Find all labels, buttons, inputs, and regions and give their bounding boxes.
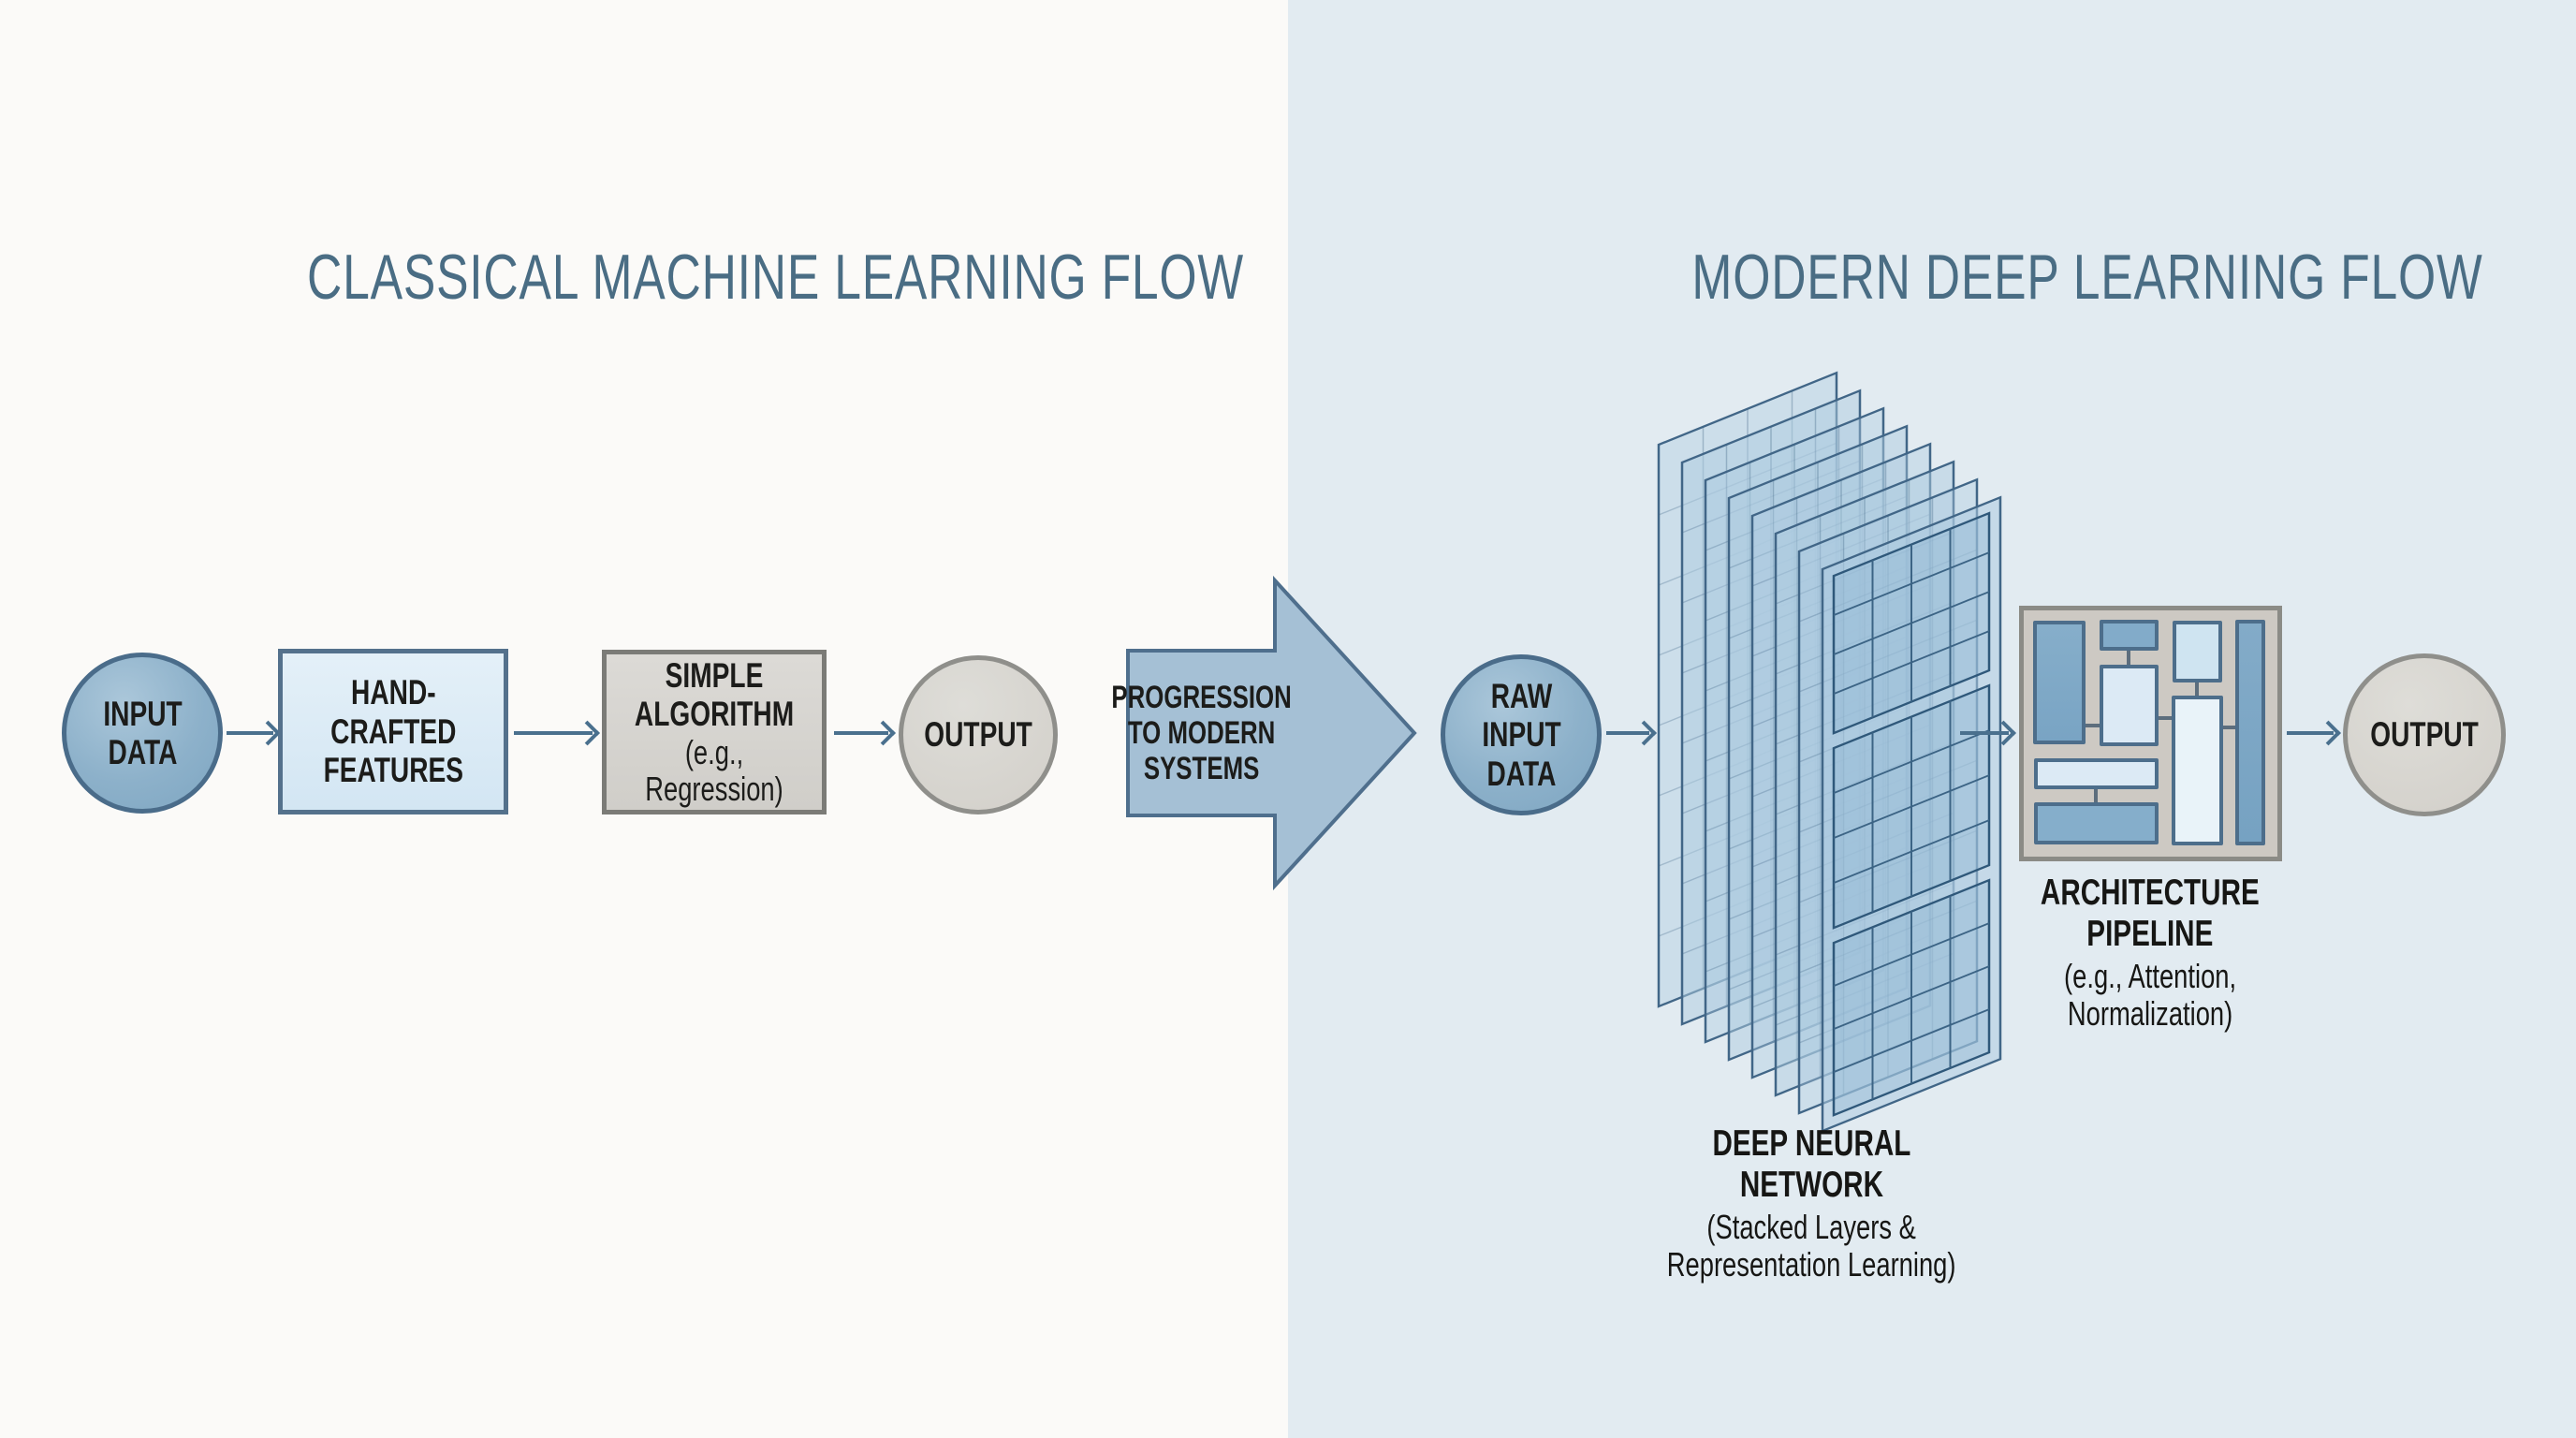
arrow-algorithm-to-output (834, 731, 888, 735)
arrow-architecture-to-output (2287, 731, 2334, 735)
simple-algorithm-label: SIMPLE ALGORITHM (634, 655, 795, 734)
progression-arrow-shape (1126, 575, 1417, 891)
architecture-block (2173, 621, 2222, 682)
architecture-connector (2195, 682, 2199, 696)
modern-output-label: OUTPUT (2370, 715, 2479, 755)
arrow-input-to-features (227, 731, 273, 735)
progression-arrow-polygon (1126, 575, 1417, 891)
progression-arrow-text-wrap: PROGRESSION TO MODERN SYSTEMS (1112, 651, 1292, 815)
architecture-block (2033, 621, 2086, 744)
architecture-block (2100, 620, 2159, 651)
architecture-connector (2086, 724, 2100, 727)
raw-input-data-label: RAW INPUT DATA (1481, 676, 1561, 793)
architecture-connector (2094, 789, 2098, 802)
modern-flow-title-text: MODERN DEEP LEARNING FLOW (1691, 242, 2483, 313)
simple-algorithm-sublabel: (e.g., Regression) (645, 732, 783, 809)
classical-output-label: OUTPUT (924, 715, 1032, 755)
classical-flow-title: CLASSICAL MACHINE LEARNING FLOW (159, 245, 1243, 309)
arrow-features-to-algorithm (514, 731, 593, 735)
arrow-dnn-to-architecture (1960, 731, 2009, 735)
dnn-caption-subtitle: (Stacked Layers & Representation Learnin… (1666, 1208, 1956, 1284)
dnn-front-layer (1821, 495, 2002, 1133)
architecture-caption-title: ARCHITECTURE PIPELINE (2041, 873, 2260, 955)
architecture-caption: ARCHITECTURE PIPELINE (e.g., Attention, … (1963, 873, 2337, 1032)
simple-algorithm-node: SIMPLE ALGORITHM (e.g., Regression) (602, 650, 827, 814)
progression-arrow-label: PROGRESSION TO MODERN SYSTEMS (1111, 679, 1293, 787)
input-data-label: INPUT DATA (102, 694, 183, 771)
arrow-rawinput-to-dnn (1606, 731, 1649, 735)
modern-output-node: OUTPUT (2343, 653, 2506, 816)
input-data-node: INPUT DATA (62, 653, 223, 814)
architecture-connector (2159, 716, 2172, 720)
handcrafted-features-node: HAND- CRAFTED FEATURES (278, 649, 508, 814)
handcrafted-features-label: HAND- CRAFTED FEATURES (323, 673, 463, 790)
architecture-block (2034, 802, 2159, 844)
dnn-caption: DEEP NEURAL NETWORK (Stacked Layers & Re… (1591, 1123, 2031, 1283)
architecture-connector (2223, 726, 2235, 729)
modern-flow-title: MODERN DEEP LEARNING FLOW (1567, 245, 2481, 309)
classical-flow-title-text: CLASSICAL MACHINE LEARNING FLOW (307, 242, 1244, 313)
architecture-block (2100, 665, 2159, 746)
architecture-block (2235, 620, 2265, 845)
classical-output-node: OUTPUT (899, 655, 1058, 814)
architecture-block (2034, 758, 2159, 789)
raw-input-data-node: RAW INPUT DATA (1441, 654, 1602, 815)
deep-neural-network-layers (1657, 371, 2002, 1133)
architecture-connector (2127, 651, 2130, 665)
architecture-pipeline-node (2019, 606, 2282, 861)
dnn-caption-title: DEEP NEURAL NETWORK (1712, 1123, 1910, 1206)
architecture-caption-subtitle: (e.g., Attention, Normalization) (2063, 957, 2237, 1033)
architecture-block (2172, 696, 2223, 845)
